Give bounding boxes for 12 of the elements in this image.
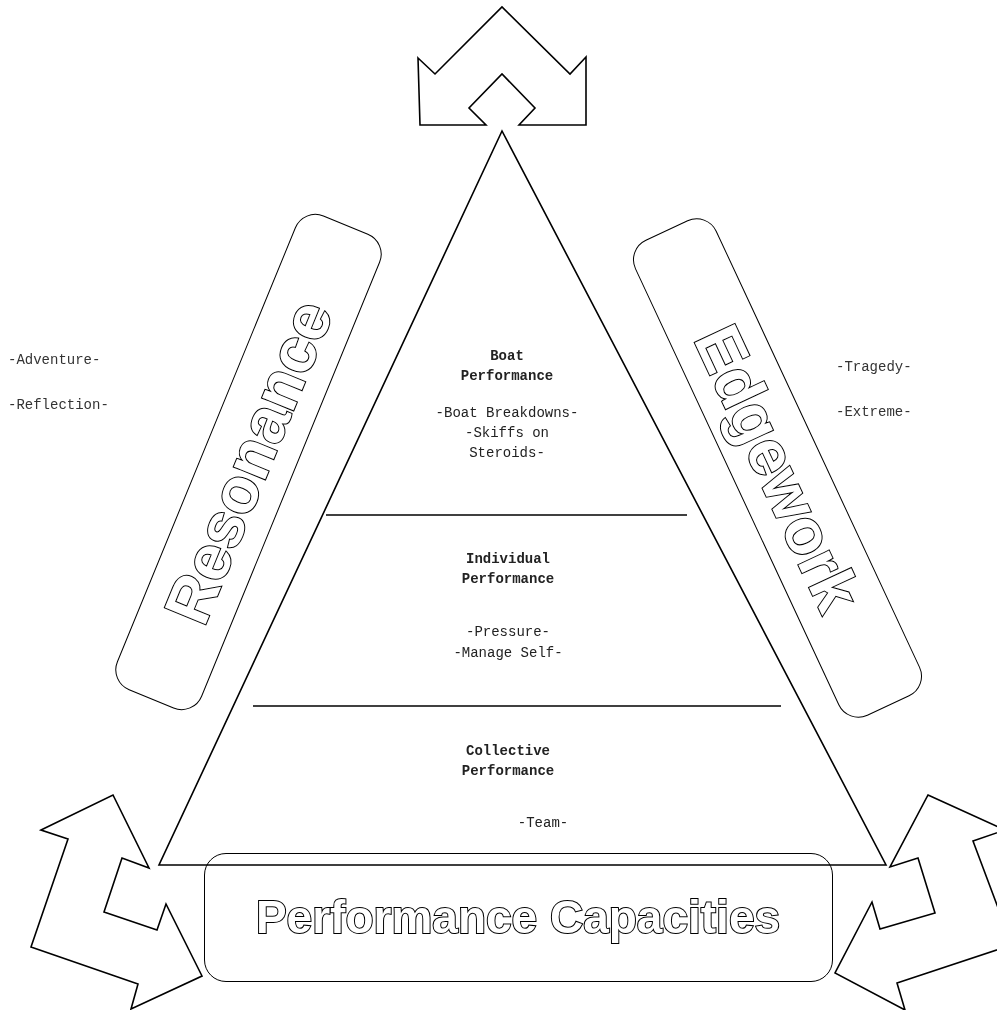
tier-item: -Skiffs on Steroids- xyxy=(464,424,550,463)
tier-item: -Team- xyxy=(516,814,570,833)
theme-label: -Reflection- xyxy=(8,397,109,413)
rounded-box xyxy=(203,852,833,982)
theme-label: -Adventure- xyxy=(8,352,101,368)
tier-heading: Boat Performance xyxy=(459,347,555,386)
tier-item: -Manage Self- xyxy=(452,644,564,663)
tier-item: -Boat Breakdowns- xyxy=(434,404,580,423)
tier-heading: Collective Performance xyxy=(460,742,556,781)
outlined-title: Performance Capacities xyxy=(255,890,781,944)
tier-heading: Individual Performance xyxy=(460,550,556,589)
tier-item: -Pressure- xyxy=(465,623,551,642)
